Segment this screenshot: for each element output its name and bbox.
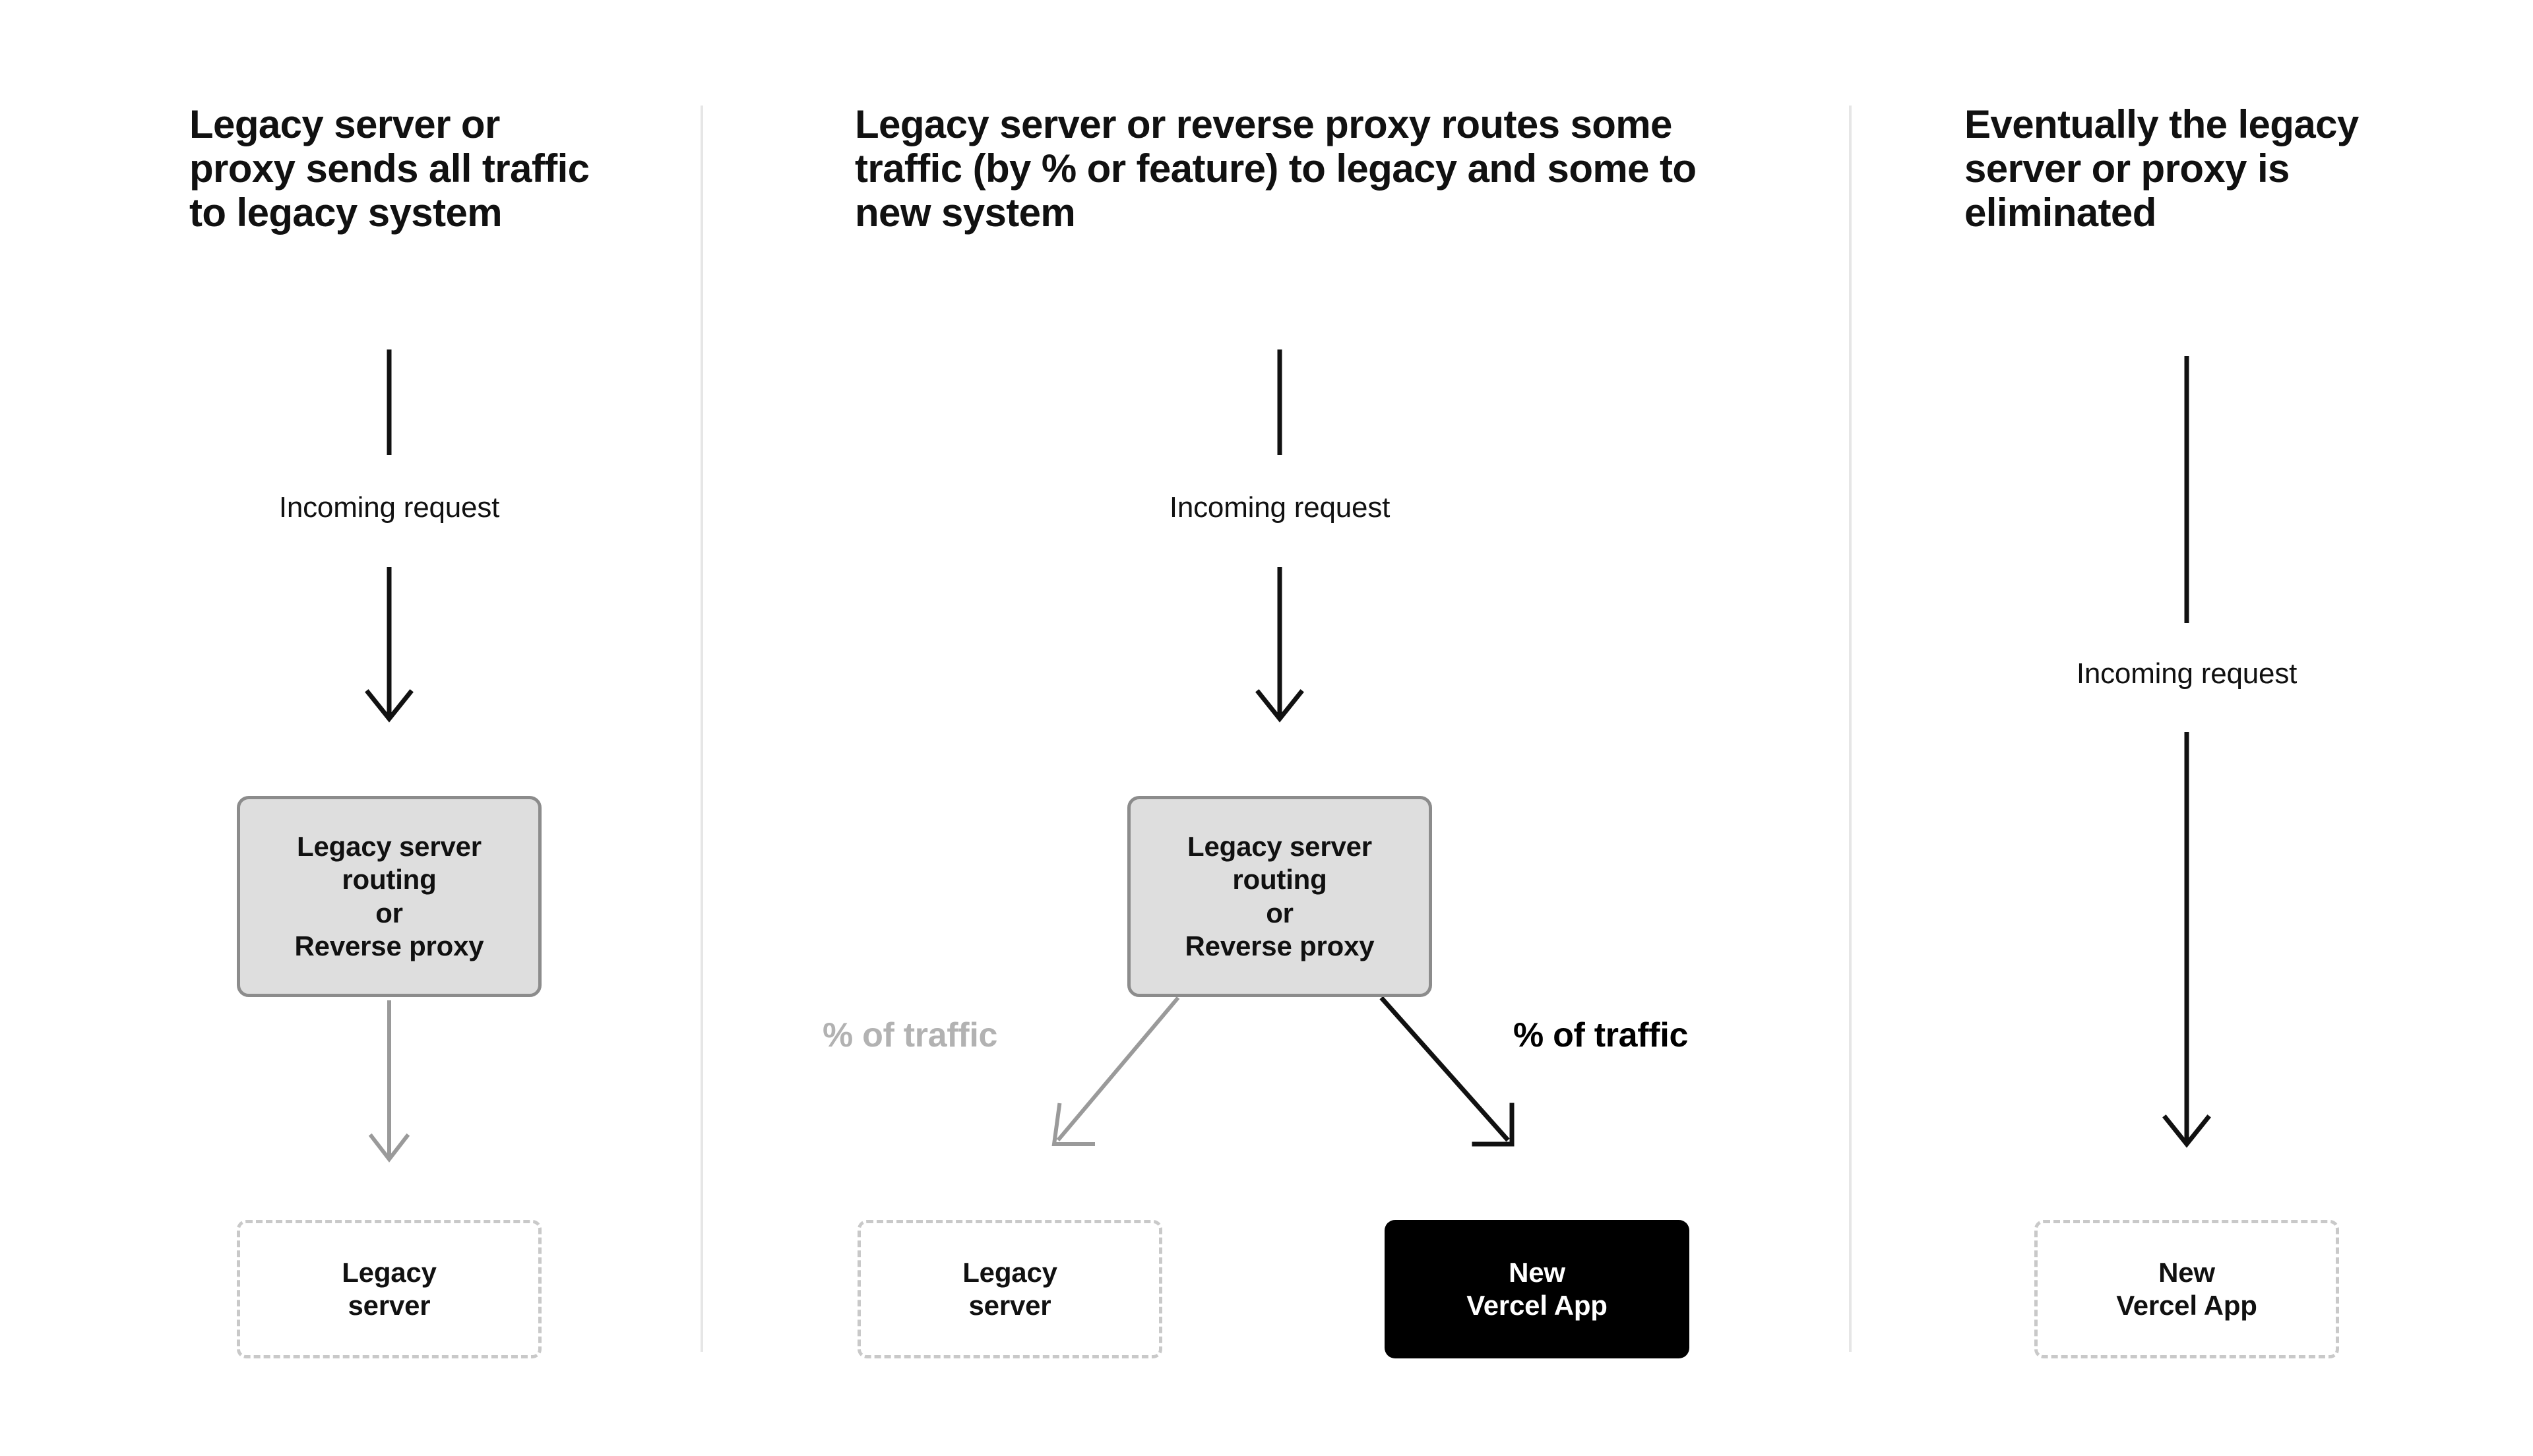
stage-2-heading: Legacy server or reverse proxy routes so… [855,102,1697,235]
stage-1-legacy-proxy-box[interactable]: Legacy server routing or Reverse proxy [237,796,542,997]
stage-3-incoming-request-label: Incoming request [2076,657,2298,690]
stage-2-legacy-server-box[interactable]: Legacy server [858,1220,1162,1358]
stage-1-heading: Legacy server or proxy sends all traffic… [189,102,590,235]
column-divider-2 [1849,106,1852,1352]
stage-2-column: Legacy server or reverse proxy routes so… [701,0,1849,1456]
stage-2-traffic-label-left: % of traffic [823,1016,998,1054]
stage-2-new-vercel-app-box[interactable]: New Vercel App [1385,1220,1689,1358]
stage-2-legacy-proxy-box[interactable]: Legacy server routing or Reverse proxy [1127,796,1432,997]
stage-2-incoming-request-label: Incoming request [1169,491,1391,524]
stage-2-traffic-label-right: % of traffic [1513,1016,1689,1054]
stage-3-column: Eventually the legacy server or proxy is… [1849,0,2533,1456]
stage-1-column: Legacy server or proxy sends all traffic… [0,0,701,1456]
column-divider-1 [701,106,703,1352]
stage-1-legacy-server-box[interactable]: Legacy server [237,1220,542,1358]
stage-3-new-vercel-app-box[interactable]: New Vercel App [2034,1220,2339,1358]
stage-1-incoming-request-label: Incoming request [278,491,500,524]
stage-3-heading: Eventually the legacy server or proxy is… [1964,102,2359,235]
